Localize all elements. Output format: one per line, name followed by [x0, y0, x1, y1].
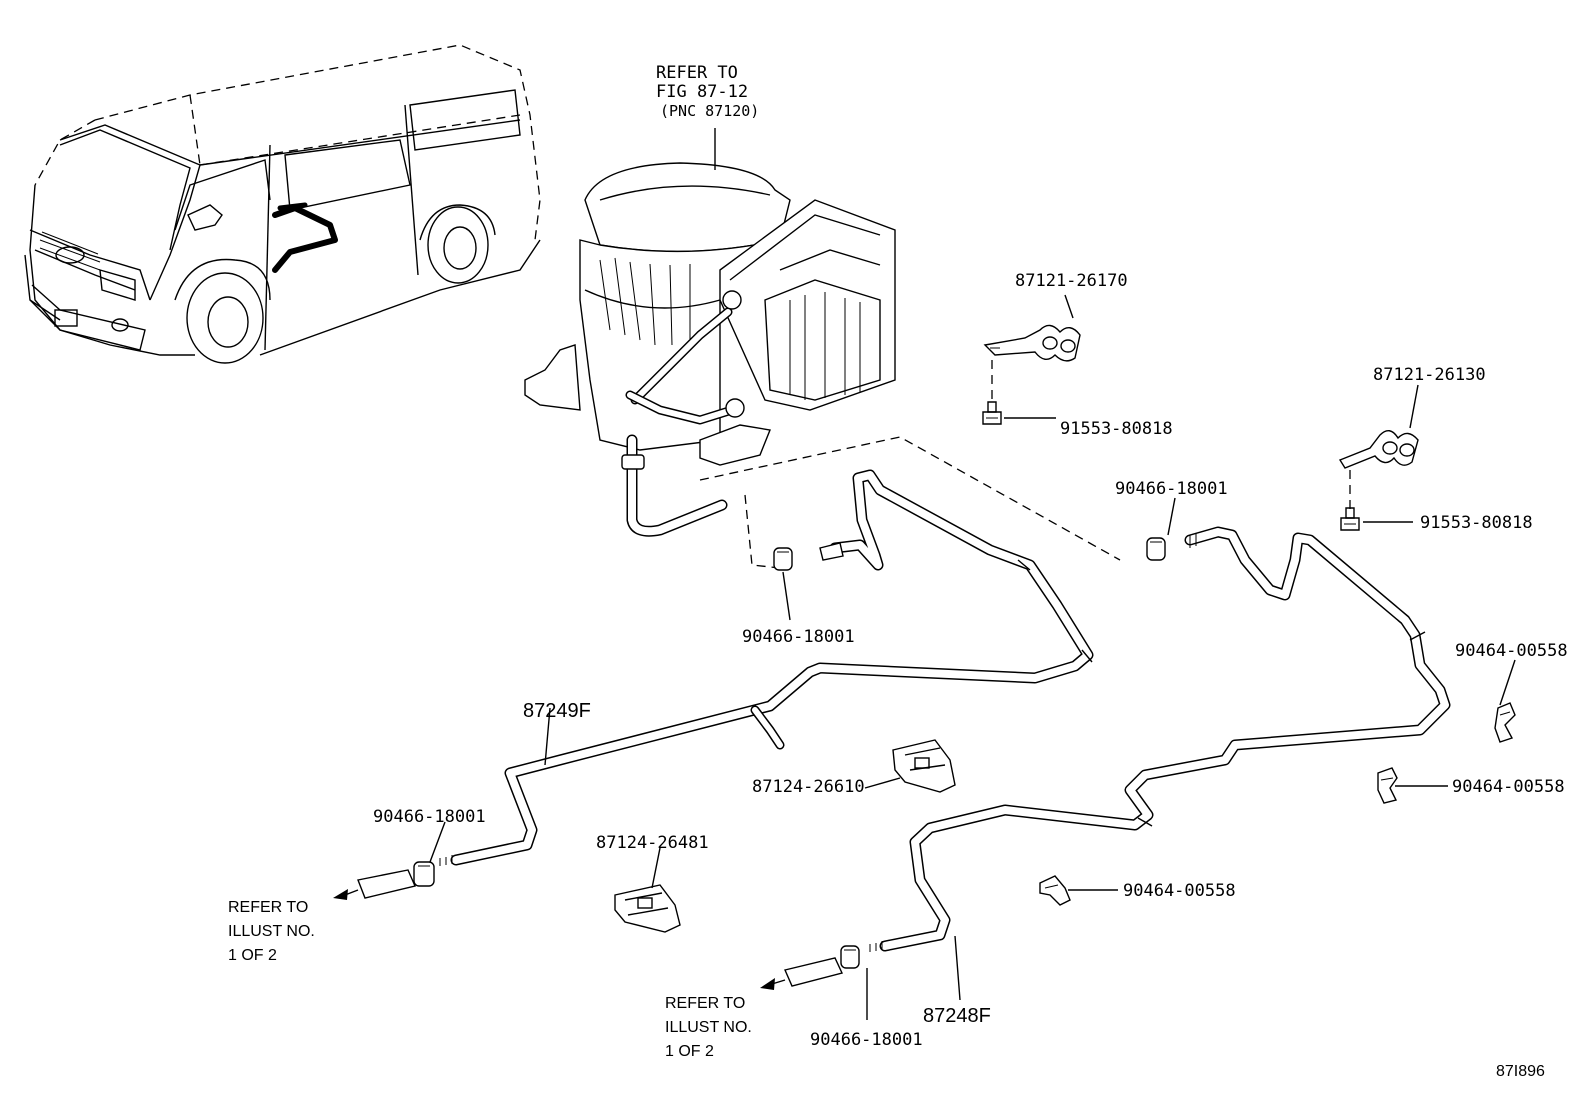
- refer-bottom-line2: ILLUST NO.: [665, 1019, 752, 1036]
- label-90466-18001-left: 90466-18001: [373, 807, 486, 827]
- figure-id: 87I896: [1496, 1063, 1545, 1080]
- label-87124-26610: 87124-26610: [752, 777, 865, 797]
- hose-clamp-bottom: [840, 945, 860, 969]
- hose-87249F: [439, 469, 1094, 866]
- reference-main-line1: REFER TO: [656, 63, 738, 83]
- clamp-87121-26170: [983, 324, 1081, 362]
- label-87121-26170: 87121-26170: [1015, 271, 1128, 291]
- arrow-left: [333, 889, 359, 900]
- clamp-87121-26130: [1338, 430, 1419, 469]
- label-90464-00558-b: 90464-00558: [1452, 777, 1565, 797]
- hose-clamp-left: [413, 861, 435, 887]
- hose-clamp-top-right: [1146, 537, 1166, 561]
- heater-unit: [524, 162, 896, 537]
- clip-90464-00558-a: [1494, 702, 1516, 743]
- label-90466-18001-middle: 90466-18001: [742, 627, 855, 647]
- label-90464-00558-c: 90464-00558: [1123, 881, 1236, 901]
- refer-left-line2: ILLUST NO.: [228, 923, 315, 940]
- hose-clamp-middle: [773, 547, 793, 571]
- label-87121-26130: 87121-26130: [1373, 365, 1486, 385]
- connector-stub-bottom: [784, 957, 843, 987]
- clip-90464-00558-c: [1039, 875, 1071, 906]
- label-87248F: 87248F: [923, 1005, 991, 1027]
- label-90466-18001-top-right: 90466-18001: [1115, 479, 1228, 499]
- leader-lines: [429, 128, 1516, 1020]
- clamp-87124-26610: [892, 739, 956, 793]
- refer-left-line1: REFER TO: [228, 899, 308, 916]
- label-91553-80818-a: 91553-80818: [1060, 419, 1173, 439]
- reference-main-line2: FIG 87-12: [656, 82, 748, 102]
- clamp-87124-26481: [614, 884, 681, 933]
- refer-bottom-line1: REFER TO: [665, 995, 745, 1012]
- arrow-bottom: [760, 978, 786, 990]
- label-87124-26481: 87124-26481: [596, 833, 709, 853]
- label-87249F: 87249F: [523, 700, 591, 722]
- bolt-91553-80818-b: [1340, 470, 1360, 531]
- label-90464-00558-a: 90464-00558: [1455, 641, 1568, 661]
- clip-90464-00558-b: [1377, 767, 1398, 804]
- refer-bottom-line3: 1 OF 2: [665, 1043, 714, 1060]
- van-illustration: [24, 44, 541, 364]
- connector-stub-middle: [819, 542, 844, 561]
- label-91553-80818-b: 91553-80818: [1420, 513, 1533, 533]
- bolt-91553-80818-a: [982, 360, 1002, 425]
- label-90466-18001-bottom: 90466-18001: [810, 1030, 923, 1050]
- leader-dash-left: [744, 494, 781, 569]
- reference-main-line3: (PNC 87120): [660, 102, 759, 120]
- connector-stub-left: [357, 869, 416, 899]
- hose-87248F: [869, 526, 1451, 952]
- leader-dash-main: [699, 436, 1121, 561]
- refer-left-line3: 1 OF 2: [228, 947, 277, 964]
